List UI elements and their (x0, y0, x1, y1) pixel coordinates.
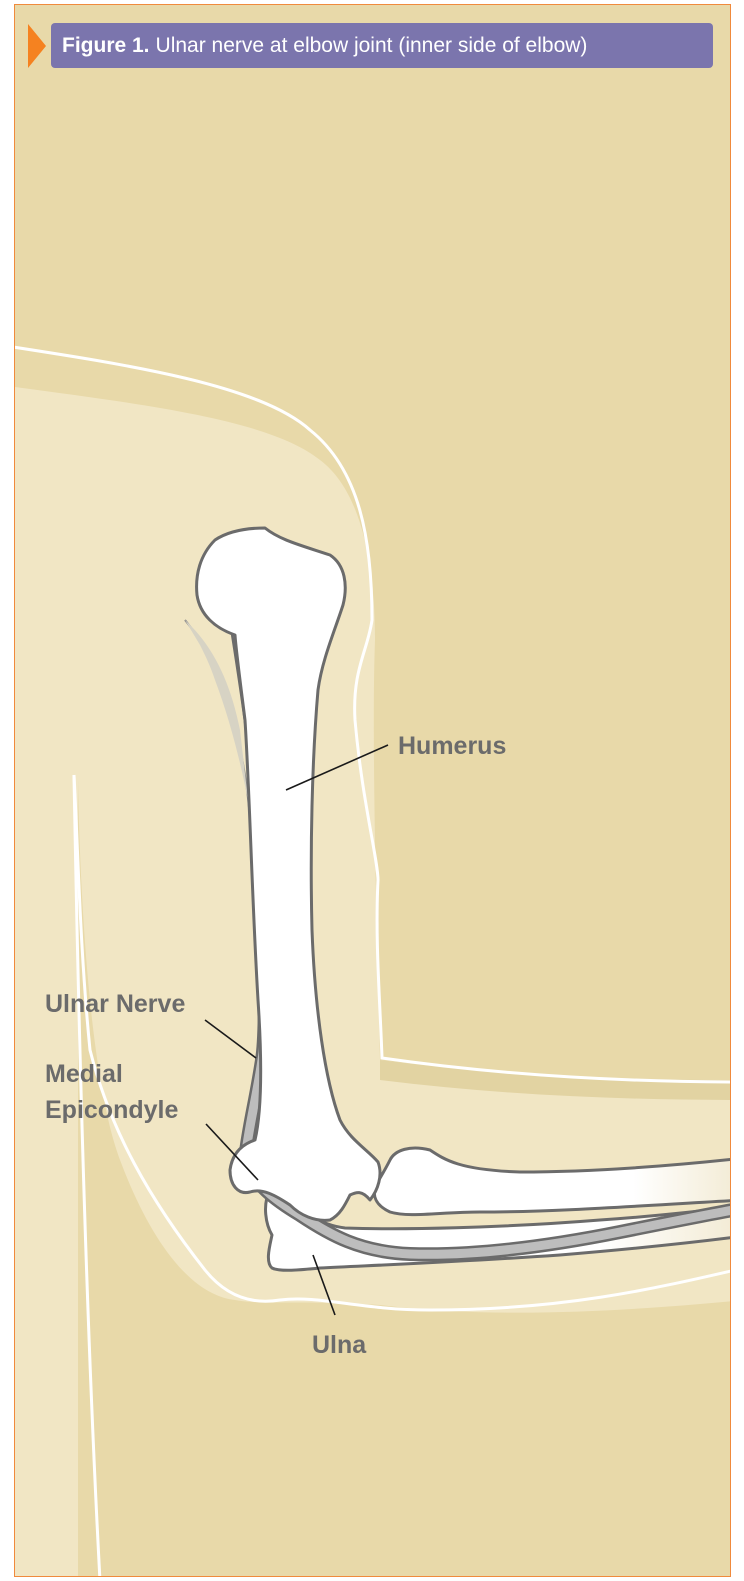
humerus-label: Humerus (398, 732, 506, 760)
ulnar-nerve-label: Ulnar Nerve (45, 990, 185, 1018)
caption-text: Ulnar nerve at elbow joint (inner side o… (156, 34, 588, 58)
caption-label: Figure 1. (62, 34, 150, 58)
caption-marker-icon (28, 24, 46, 68)
figure-caption: Figure 1. Ulnar nerve at elbow joint (in… (51, 23, 713, 68)
medial-epicondyle-label-line2: Epicondyle (45, 1096, 178, 1124)
medial-epicondyle-label-line1: Medial (45, 1060, 123, 1088)
arm-skin-region (0, 385, 744, 1581)
ulna-label: Ulna (312, 1331, 367, 1359)
